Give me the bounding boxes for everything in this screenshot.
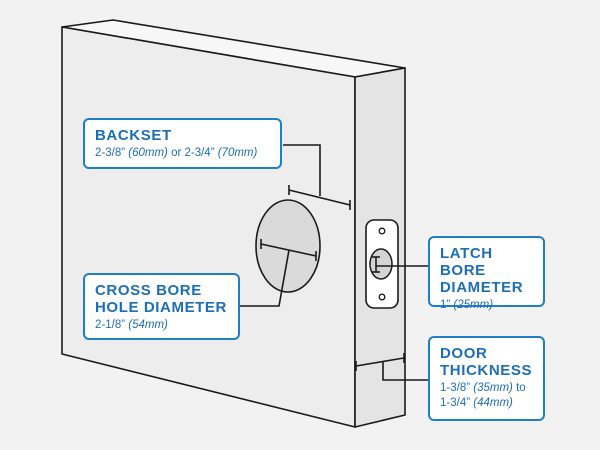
latch-bore-dimension <box>372 256 428 273</box>
plate-screw-top <box>378 227 386 235</box>
backset-dimension <box>283 144 351 210</box>
cross-bore-title-line2: HOLE DIAMETER <box>95 299 227 316</box>
latch-bore-title-line1: LATCH BORE <box>440 245 493 279</box>
cross-bore-value: 2-1/8” (54mm) <box>95 319 168 331</box>
cross-bore-callout: CROSS BORE HOLE DIAMETER 2-1/8” (54mm) <box>83 273 240 340</box>
door-thickness-title-line1: DOOR <box>440 345 488 362</box>
door-thickness-callout: DOOR THICKNESS 1-3/8” (35mm) to 1-3/4” (… <box>428 336 545 421</box>
backset-callout: BACKSET 2-3/8” (60mm) or 2-3/4” (70mm) <box>83 118 282 169</box>
door-thickness-title-line2: THICKNESS <box>440 362 533 379</box>
cross-bore-title-line1: CROSS BORE <box>95 282 202 299</box>
door-thickness-value-line1: 1-3/8” (35mm) to <box>440 382 526 394</box>
latch-bore-callout: LATCH BORE DIAMETER 1” (25mm) <box>428 236 545 311</box>
cross-bore-hole <box>255 199 321 293</box>
door-thickness-value-line2: 1-3/4” (44mm) <box>440 397 513 409</box>
plate-screw-bottom <box>378 293 386 301</box>
cross-bore-dimension <box>240 239 317 307</box>
backset-title: BACKSET <box>95 127 172 144</box>
backset-value: 2-3/8” (60mm) or 2-3/4” (70mm) <box>95 147 258 159</box>
latch-bore-title-line2: DIAMETER <box>440 279 524 296</box>
latch-bore-hole <box>369 248 393 280</box>
door-thickness-dimension <box>355 353 428 381</box>
latch-bore-value: 1” (25mm) <box>440 299 494 311</box>
